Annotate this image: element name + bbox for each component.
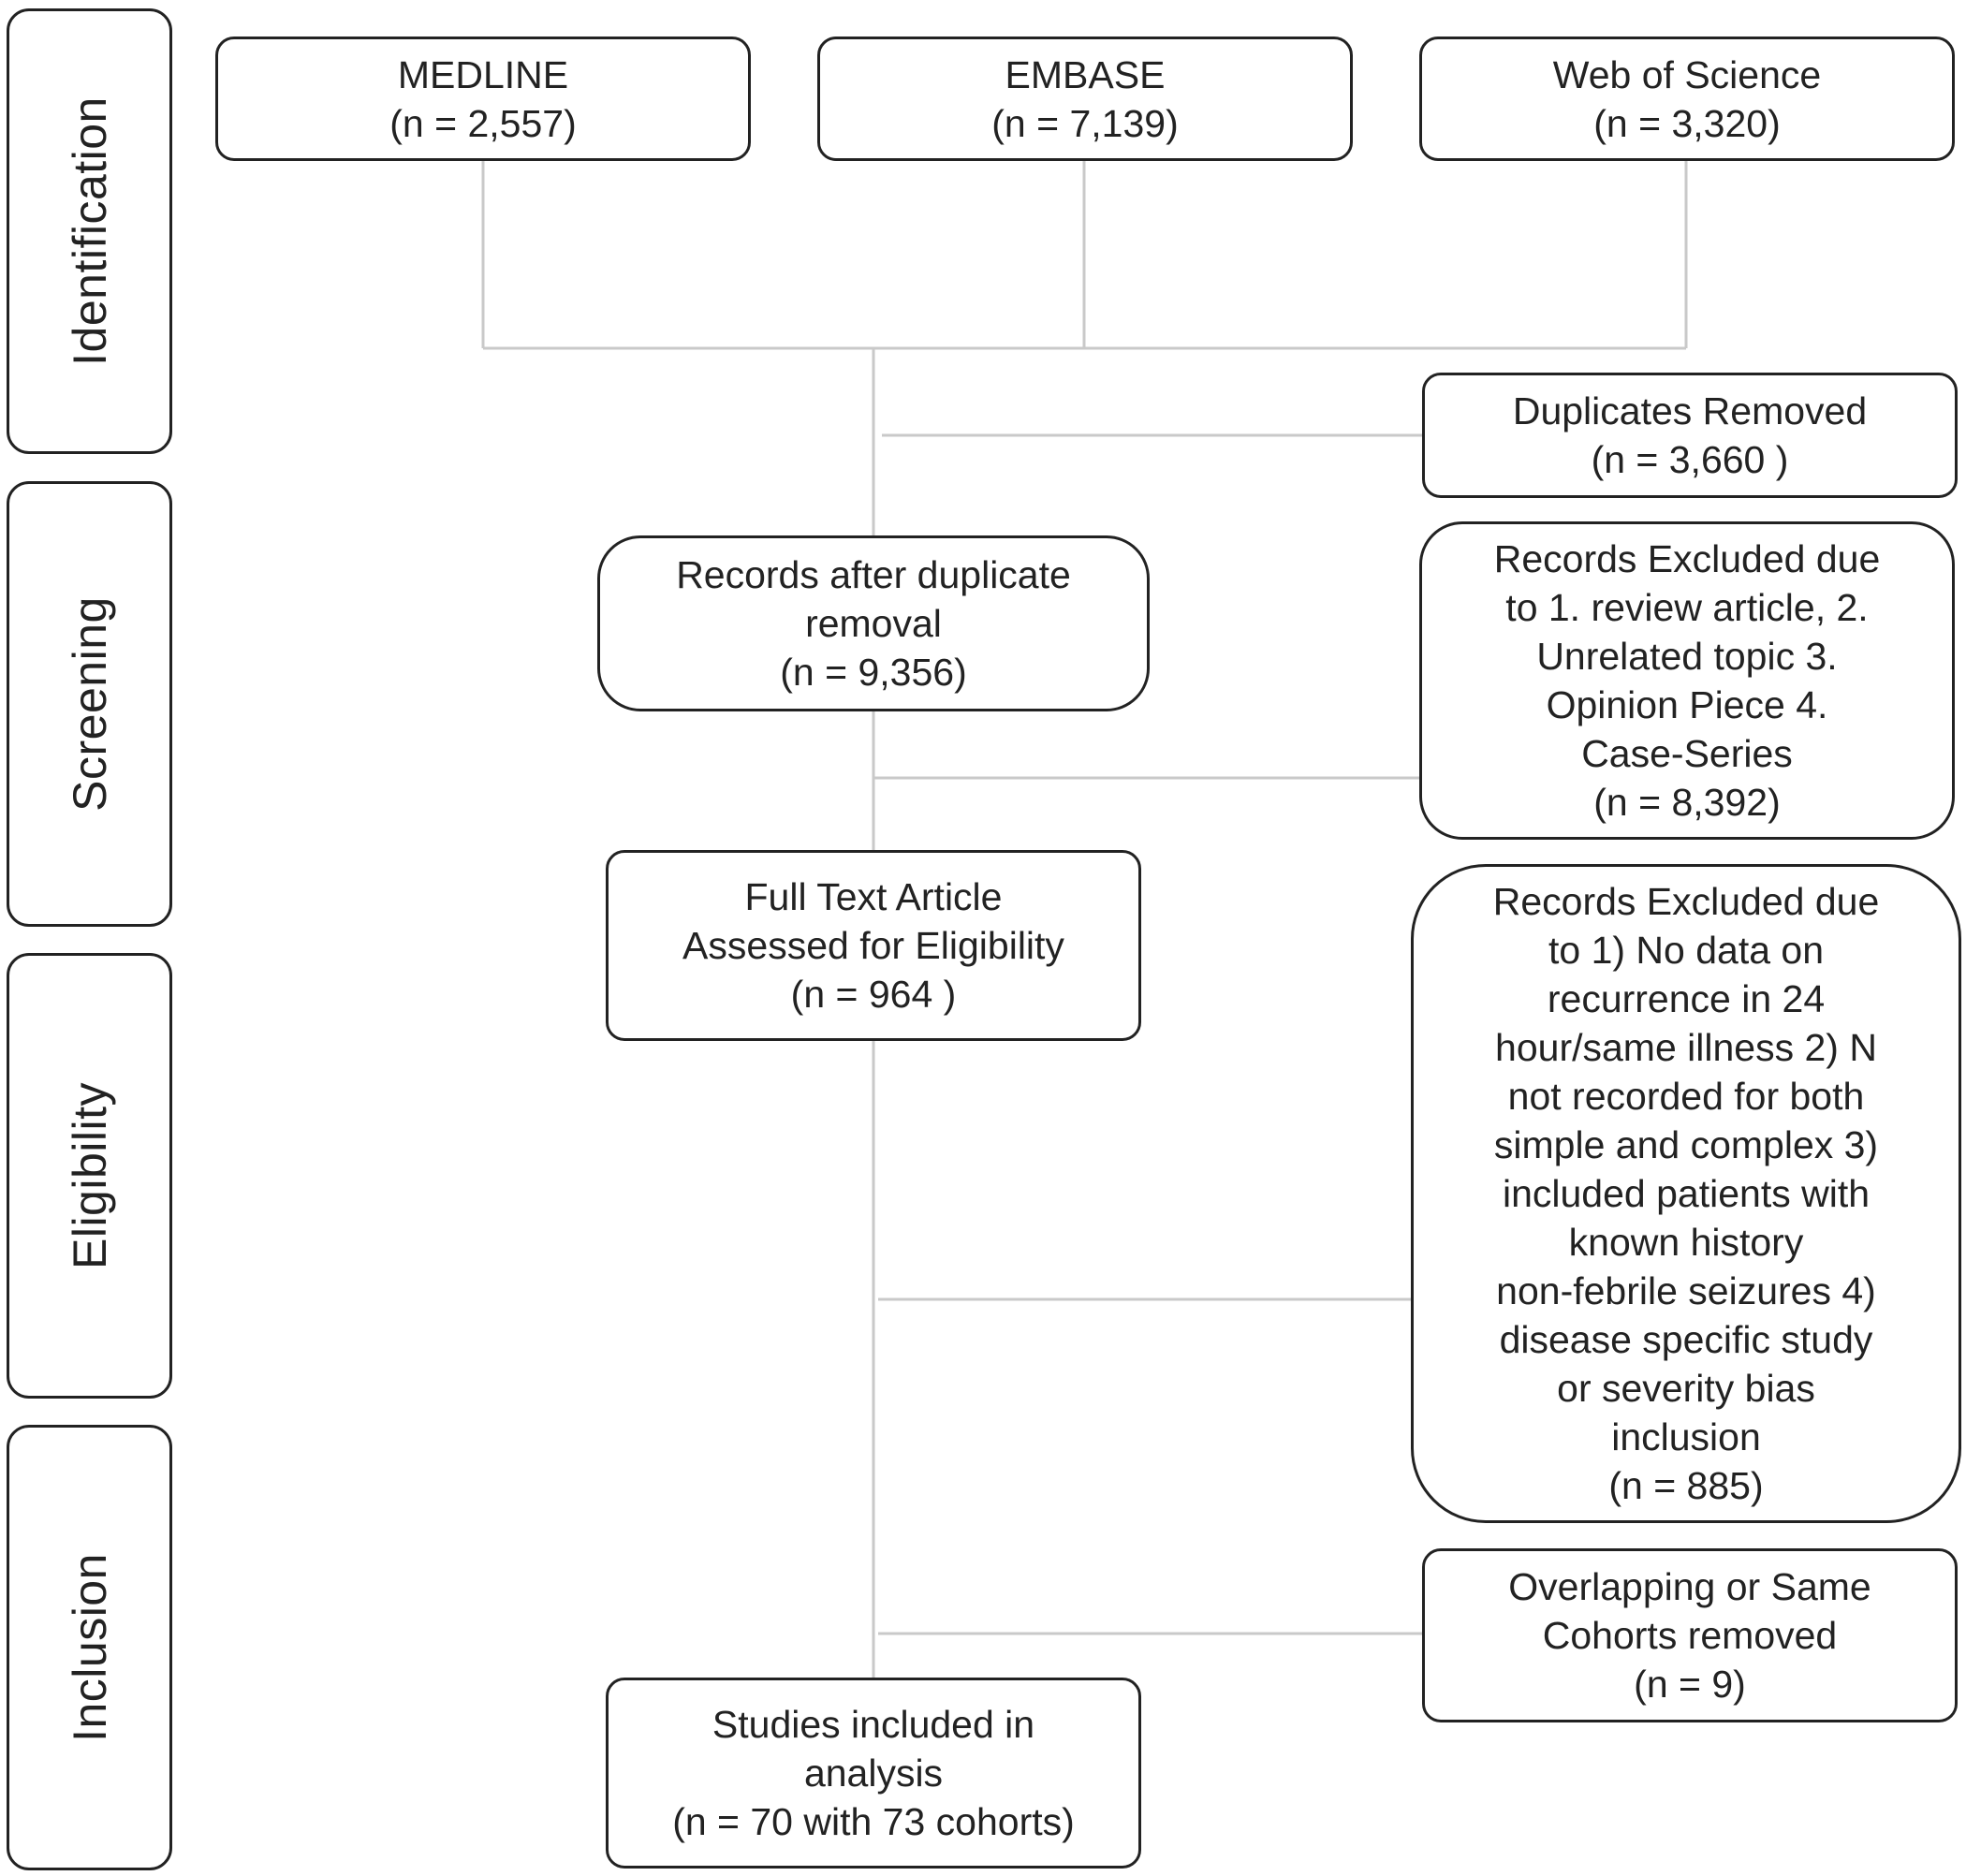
full-text-assessed-box: Full Text Article Assessed for Eligibili…: [606, 850, 1141, 1041]
excluded-eligibility-line: inclusion: [1611, 1415, 1761, 1458]
excluded-screening-line: Opinion Piece 4.: [1546, 683, 1828, 726]
source-wos-count: (n = 3,320): [1593, 101, 1781, 145]
excluded-screening-line: Records Excluded due: [1493, 537, 1881, 580]
records-excluded-eligibility-box: Records Excluded due to 1) No data on re…: [1411, 864, 1961, 1523]
records-excluded-screening-box: Records Excluded due to 1. review articl…: [1419, 521, 1955, 840]
excluded-screening-line: Case-Series: [1581, 732, 1793, 775]
excluded-screening-line: Unrelated topic 3.: [1536, 635, 1838, 678]
studies-included-line2: analysis: [803, 1751, 944, 1795]
excluded-eligibility-line: simple and complex 3): [1493, 1123, 1879, 1166]
excluded-eligibility-line: or severity bias: [1557, 1367, 1815, 1410]
duplicates-removed-count: (n = 3,660 ): [1591, 438, 1789, 481]
excluded-eligibility-line: recurrence in 24: [1547, 977, 1826, 1020]
excluded-eligibility-line: hour/same illness 2) N: [1495, 1026, 1877, 1069]
records-after-duplicates-count: (n = 9,356): [780, 651, 967, 694]
source-medline-name: MEDLINE: [397, 52, 569, 96]
source-embase-box: EMBASE (n = 7,139): [817, 37, 1353, 161]
duplicates-removed-label: Duplicates Removed: [1512, 389, 1868, 432]
source-wos-name: Web of Science: [1552, 52, 1822, 96]
duplicates-removed-box: Duplicates Removed (n = 3,660 ): [1422, 373, 1958, 498]
studies-included-line1: Studies included in: [712, 1703, 1035, 1746]
source-embase-count: (n = 7,139): [991, 101, 1179, 145]
full-text-assessed-line1: Full Text Article: [744, 875, 1003, 918]
records-after-duplicates-line1: Records after duplicate: [676, 553, 1071, 596]
stage-screening: Screening: [7, 481, 172, 927]
excluded-eligibility-line: included patients with: [1502, 1172, 1871, 1215]
studies-included-count: (n = 70 with 73 cohorts): [672, 1800, 1075, 1843]
overlapping-removed-count: (n = 9): [1634, 1663, 1746, 1706]
overlapping-removed-box: Overlapping or Same Cohorts removed (n =…: [1422, 1548, 1958, 1722]
stage-identification: Identification: [7, 8, 172, 454]
source-medline-count: (n = 2,557): [389, 101, 577, 145]
records-after-duplicates-box: Records after duplicate removal (n = 9,3…: [597, 535, 1150, 711]
studies-included-box: Studies included in analysis (n = 70 wit…: [606, 1678, 1141, 1869]
excluded-eligibility-line: to 1) No data on: [1548, 929, 1825, 972]
source-wos-box: Web of Science (n = 3,320): [1419, 37, 1955, 161]
overlapping-removed-line1: Overlapping or Same: [1508, 1565, 1871, 1608]
excluded-eligibility-line: disease specific study: [1499, 1318, 1873, 1361]
stage-label-identification: Identification: [63, 96, 116, 366]
full-text-assessed-count: (n = 964 ): [790, 973, 957, 1016]
source-embase-name: EMBASE: [1005, 52, 1166, 96]
excluded-eligibility-line: non-febrile seizures 4): [1496, 1269, 1876, 1312]
excluded-eligibility-line: not recorded for both: [1507, 1075, 1865, 1118]
stage-label-inclusion: Inclusion: [63, 1553, 116, 1742]
records-after-duplicates-line2: removal: [805, 602, 942, 645]
full-text-assessed-line2: Assessed for Eligibility: [682, 924, 1064, 967]
excluded-eligibility-line: known history: [1568, 1221, 1804, 1264]
excluded-eligibility-count: (n = 885): [1608, 1464, 1764, 1507]
stage-eligibility: Eligibility: [7, 953, 172, 1399]
stage-inclusion: Inclusion: [7, 1425, 172, 1870]
excluded-screening-line: to 1. review article, 2.: [1505, 586, 1869, 629]
overlapping-removed-line2: Cohorts removed: [1542, 1614, 1838, 1657]
source-medline-box: MEDLINE (n = 2,557): [215, 37, 751, 161]
excluded-screening-count: (n = 8,392): [1593, 781, 1781, 824]
stage-label-eligibility: Eligibility: [63, 1081, 116, 1270]
stage-label-screening: Screening: [63, 596, 116, 812]
excluded-eligibility-line: Records Excluded due: [1492, 880, 1880, 923]
